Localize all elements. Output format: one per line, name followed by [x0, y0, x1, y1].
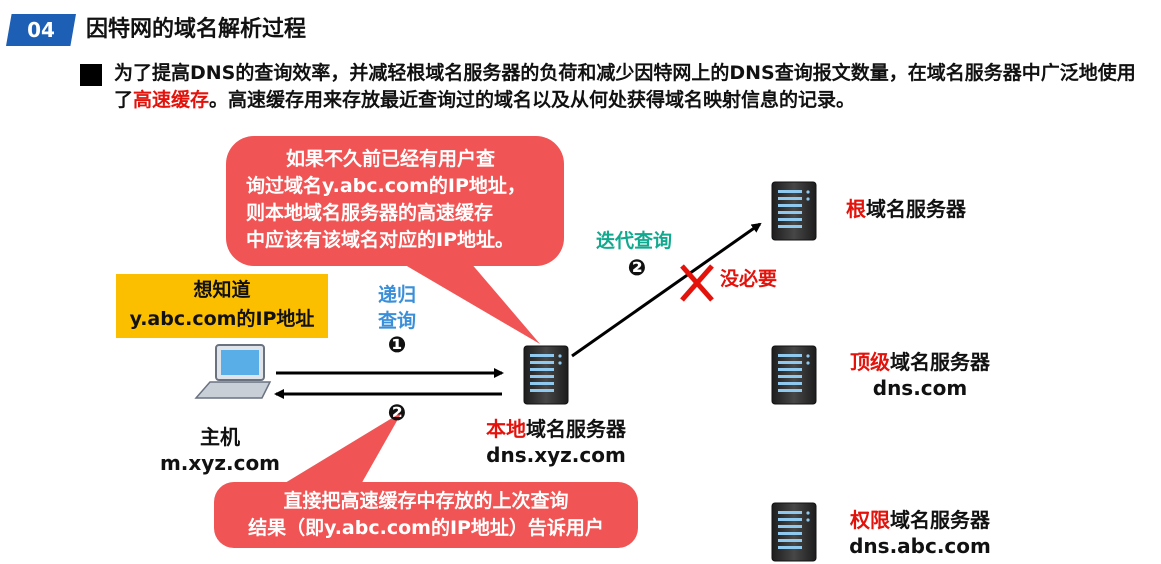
root-server-suffix: 域名服务器 — [866, 197, 966, 221]
local-server-prefix: 本地 — [486, 417, 526, 441]
query-intent-line2: y.abc.com的IP地址 — [129, 308, 315, 330]
auth-server-prefix: 权限 — [850, 508, 890, 532]
root-server-icon — [771, 181, 817, 241]
intro-highlight: 高速缓存 — [133, 89, 210, 111]
bubble-bottom-text: 直接把高速缓存中存放的上次查询 结果（即y.abc.com的IP地址）告诉用户 — [226, 488, 626, 542]
host-label: 主机 m.xyz.com — [150, 424, 290, 476]
tld-server-domain: dns.com — [872, 376, 968, 400]
auth-server-label: 权限域名服务器 dns.abc.com — [838, 507, 1002, 559]
section-badge: 04 — [6, 14, 76, 46]
speech-bubble-bottom — [214, 412, 638, 548]
tld-server-icon — [771, 345, 817, 405]
bubble-top-line: 如果不久前已经有用户查 — [286, 148, 496, 170]
bubble-bottom-line: 直接把高速缓存中存放的上次查询 — [283, 490, 569, 512]
tld-server-prefix: 顶级 — [850, 350, 890, 374]
iterative-query-arrow — [571, 222, 762, 358]
auth-server-domain: dns.abc.com — [849, 534, 991, 558]
tld-server-label: 顶级域名服务器 dns.com — [838, 349, 1002, 401]
bullet-square-icon — [80, 64, 102, 86]
bubble-bottom-line: 结果（即y.abc.com的IP地址）告诉用户 — [248, 517, 604, 539]
intro-paragraph: 为了提高DNS的查询效率，并减轻根域名服务器的负荷和减少因特网上的DNS查询报文… — [114, 60, 1144, 114]
recursive-label-line1: 递归 — [377, 284, 416, 306]
host-domain: m.xyz.com — [159, 451, 281, 475]
iterative-query-label: 迭代查询 — [595, 230, 672, 252]
tld-server-suffix: 域名服务器 — [890, 350, 990, 374]
speech-bubble-top — [226, 136, 564, 344]
step-1-marker: ❶ — [387, 333, 407, 358]
recursive-query-label: 递归 查询 — [362, 282, 432, 334]
auth-server-icon — [771, 502, 817, 562]
host-name: 主机 — [200, 425, 240, 449]
local-server-icon — [523, 345, 569, 405]
bubble-top-line: 询过域名y.abc.com的IP地址， — [246, 175, 526, 197]
root-server-prefix: 根 — [846, 197, 866, 221]
bubble-top-line: 中应该有该域名对应的IP地址。 — [246, 229, 514, 251]
local-server-label: 本地域名服务器 dns.xyz.com — [466, 416, 646, 468]
bubble-top-line: 则本地域名服务器的高速缓存 — [246, 202, 494, 224]
page-title: 因特网的域名解析过程 — [86, 17, 307, 42]
local-server-domain: dns.xyz.com — [486, 443, 626, 467]
step-2-marker: ❷ — [387, 401, 407, 426]
bubble-top-text: 如果不久前已经有用户查 询过域名y.abc.com的IP地址， 则本地域名服务器… — [246, 146, 546, 254]
recursive-label-line2: 查询 — [377, 310, 416, 332]
intro-text-part1: 为了提高DNS的查询效率，并减轻根域名服务器的负荷和减少因特网上的DNS查询报文… — [114, 62, 1136, 111]
root-server-label: 根域名服务器 — [846, 196, 966, 222]
intro-text-part2: 。高速缓存用来存放最近查询过的域名以及从何处获得域名映射信息的记录。 — [209, 89, 856, 111]
cross-icon — [680, 264, 714, 302]
local-server-suffix: 域名服务器 — [526, 417, 626, 441]
query-intent-line1: 想知道 — [193, 279, 251, 301]
laptop-icon — [194, 344, 272, 399]
auth-server-suffix: 域名服务器 — [890, 508, 990, 532]
unnecessary-label: 没必要 — [720, 268, 778, 290]
iterative-step-marker: ❷ — [627, 256, 647, 281]
query-intent-box: 想知道 y.abc.com的IP地址 — [116, 274, 328, 338]
